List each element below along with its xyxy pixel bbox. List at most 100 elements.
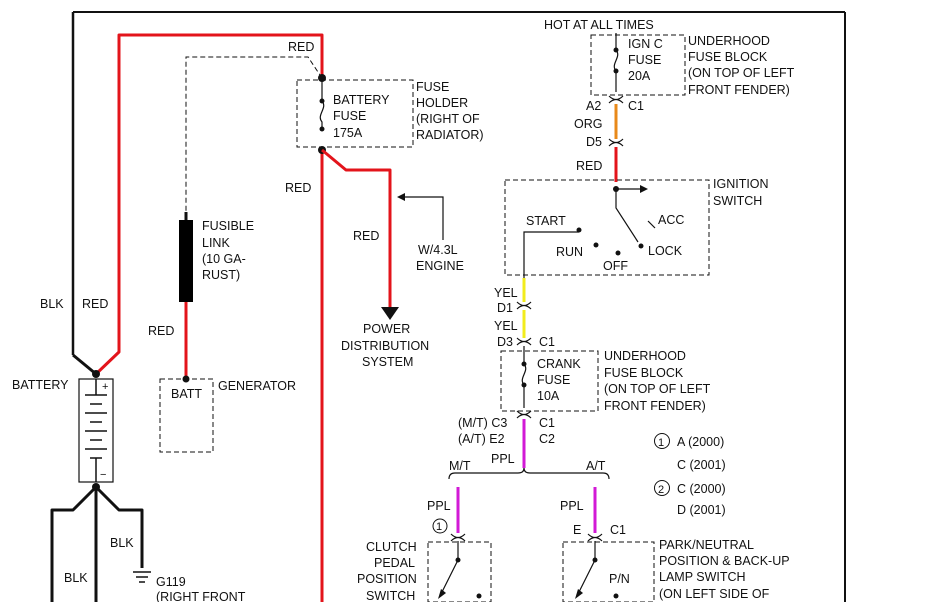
label-circle-1: 1 bbox=[436, 521, 442, 533]
note-circle-1-num: 1 bbox=[658, 437, 664, 449]
label-run: RUN bbox=[556, 245, 583, 259]
label-lock: LOCK bbox=[648, 244, 683, 258]
fuse-holder-box bbox=[296, 79, 414, 148]
generator-box bbox=[159, 378, 214, 453]
battery-plates bbox=[85, 379, 107, 482]
ign-c-fuse-label: IGN C FUSE 20A bbox=[628, 37, 663, 83]
svg-text:FUSE: FUSE bbox=[416, 80, 449, 94]
label-c1-crank: C1 bbox=[539, 335, 555, 349]
crank-fuse-dot-a bbox=[521, 361, 527, 367]
svg-text:SWITCH: SWITCH bbox=[713, 194, 762, 208]
svg-text:LINK: LINK bbox=[202, 236, 230, 250]
label-at: A/T bbox=[586, 459, 606, 473]
label-blk-top: BLK bbox=[40, 297, 64, 311]
svg-text:FUSE: FUSE bbox=[628, 53, 661, 67]
ign-c-fuse-box bbox=[590, 34, 686, 96]
splice-line bbox=[448, 467, 610, 480]
label-red-top: RED bbox=[288, 40, 314, 54]
clutch-switch-contact bbox=[440, 541, 459, 595]
park-neutral-label: PARK/NEUTRAL POSITION & BACK-UP LAMP SWI… bbox=[659, 538, 790, 601]
label-c1-park: C1 bbox=[610, 523, 626, 537]
connector-a2-c1 bbox=[608, 95, 624, 104]
connector-clutch bbox=[450, 533, 466, 542]
battery-fuse-symbol bbox=[319, 78, 325, 129]
svg-text:PARK/NEUTRAL: PARK/NEUTRAL bbox=[659, 538, 754, 552]
svg-text:ENGINE: ENGINE bbox=[416, 259, 464, 273]
clutch-switch-box bbox=[427, 541, 492, 602]
svg-text:W/4.3L: W/4.3L bbox=[418, 243, 458, 257]
svg-text:IGN C: IGN C bbox=[628, 37, 663, 51]
label-battery: BATTERY bbox=[12, 378, 69, 392]
ign-fuse-dot-a bbox=[613, 47, 619, 53]
label-right-front: (RIGHT FRONT bbox=[156, 590, 246, 602]
clutch-switch-dot-b bbox=[476, 593, 482, 599]
svg-text:RUST): RUST) bbox=[202, 268, 240, 282]
clutch-switch-arrow bbox=[438, 589, 446, 599]
label-p-n: P/N bbox=[609, 572, 630, 586]
note-circle-2-num: 2 bbox=[658, 484, 664, 496]
label-blk-low: BLK bbox=[64, 571, 88, 585]
park-switch-dot bbox=[592, 557, 598, 563]
svg-text:PEDAL: PEDAL bbox=[374, 556, 415, 570]
park-switch-contact bbox=[577, 541, 596, 595]
battery-minus: − bbox=[100, 469, 106, 481]
wire-blk-ground-left bbox=[50, 485, 98, 602]
underhood-fuse-block-mid-label: UNDERHOOD FUSE BLOCK (ON TOP OF LEFT FRO… bbox=[604, 349, 711, 413]
park-switch-box bbox=[562, 541, 655, 602]
label-ppl-main: PPL bbox=[491, 452, 515, 466]
note-1a: A (2000) bbox=[677, 435, 724, 449]
fusible-link bbox=[179, 220, 193, 302]
label-red-mid: RED bbox=[285, 181, 311, 195]
crank-fuse-label: CRANK FUSE 10A bbox=[537, 357, 581, 403]
label-g119: G119 bbox=[156, 575, 186, 589]
svg-text:FUSE: FUSE bbox=[333, 109, 366, 123]
ign-start-dot bbox=[576, 227, 582, 233]
ign-run-dot bbox=[593, 242, 599, 248]
svg-text:FUSIBLE: FUSIBLE bbox=[202, 219, 254, 233]
label-c1-top: C1 bbox=[628, 99, 644, 113]
note-circle-2 bbox=[654, 480, 670, 496]
power-distribution-label: POWER DISTRIBUTION SYSTEM bbox=[341, 322, 429, 369]
label-yel-1: YEL bbox=[494, 286, 518, 300]
svg-text:(ON TOP OF LEFT: (ON TOP OF LEFT bbox=[688, 66, 795, 80]
w43l-label: W/4.3L ENGINE bbox=[416, 243, 464, 273]
label-c2-mid: C2 bbox=[539, 432, 555, 446]
ground-g119-symbol bbox=[133, 571, 151, 583]
label-ppl-left: PPL bbox=[427, 499, 451, 513]
label-off: OFF bbox=[603, 259, 628, 273]
label-generator: GENERATOR bbox=[218, 379, 296, 393]
w43l-pointer bbox=[402, 196, 444, 240]
svg-text:POWER: POWER bbox=[363, 322, 410, 336]
underhood-fuse-block-top-label: UNDERHOOD FUSE BLOCK (ON TOP OF LEFT FRO… bbox=[688, 34, 795, 97]
svg-text:FRONT FENDER): FRONT FENDER) bbox=[688, 83, 790, 97]
connector-d5 bbox=[608, 138, 624, 147]
svg-text:(ON TOP OF LEFT: (ON TOP OF LEFT bbox=[604, 382, 711, 396]
crank-fuse-box bbox=[500, 350, 599, 412]
label-a2: A2 bbox=[586, 99, 601, 113]
crank-fuse-dot-b bbox=[521, 382, 527, 388]
label-red-bat: RED bbox=[82, 297, 108, 311]
label-mt: M/T bbox=[449, 459, 471, 473]
svg-text:175A: 175A bbox=[333, 126, 363, 140]
wire-blk-battery-top bbox=[72, 353, 97, 376]
svg-text:CLUTCH: CLUTCH bbox=[366, 540, 417, 554]
ign-lock-dot bbox=[638, 243, 644, 249]
ign-start-wire bbox=[523, 231, 579, 278]
label-yel-2: YEL bbox=[494, 319, 518, 333]
wire-red-power-dist bbox=[321, 148, 392, 308]
wire-red-battery-fuse bbox=[94, 33, 324, 376]
label-org: ORG bbox=[574, 117, 602, 131]
svg-text:UNDERHOOD: UNDERHOOD bbox=[688, 34, 770, 48]
svg-text:10A: 10A bbox=[537, 389, 560, 403]
w43l-pointer-head bbox=[397, 193, 405, 201]
battery-fuse-label: BATTERY FUSE 175A bbox=[333, 93, 390, 140]
ign-off-dot bbox=[615, 250, 621, 256]
label-batt: BATT bbox=[171, 387, 202, 401]
svg-text:CRANK: CRANK bbox=[537, 357, 581, 371]
connector-park bbox=[587, 533, 603, 542]
clutch-switch-label: CLUTCH PEDAL POSITION SWITCH bbox=[357, 540, 417, 602]
label-d1: D1 bbox=[497, 301, 513, 315]
ign-fuse-dot-b bbox=[613, 68, 619, 74]
note-2b: D (2001) bbox=[677, 503, 726, 517]
svg-text:POSITION & BACK-UP: POSITION & BACK-UP bbox=[659, 554, 790, 568]
